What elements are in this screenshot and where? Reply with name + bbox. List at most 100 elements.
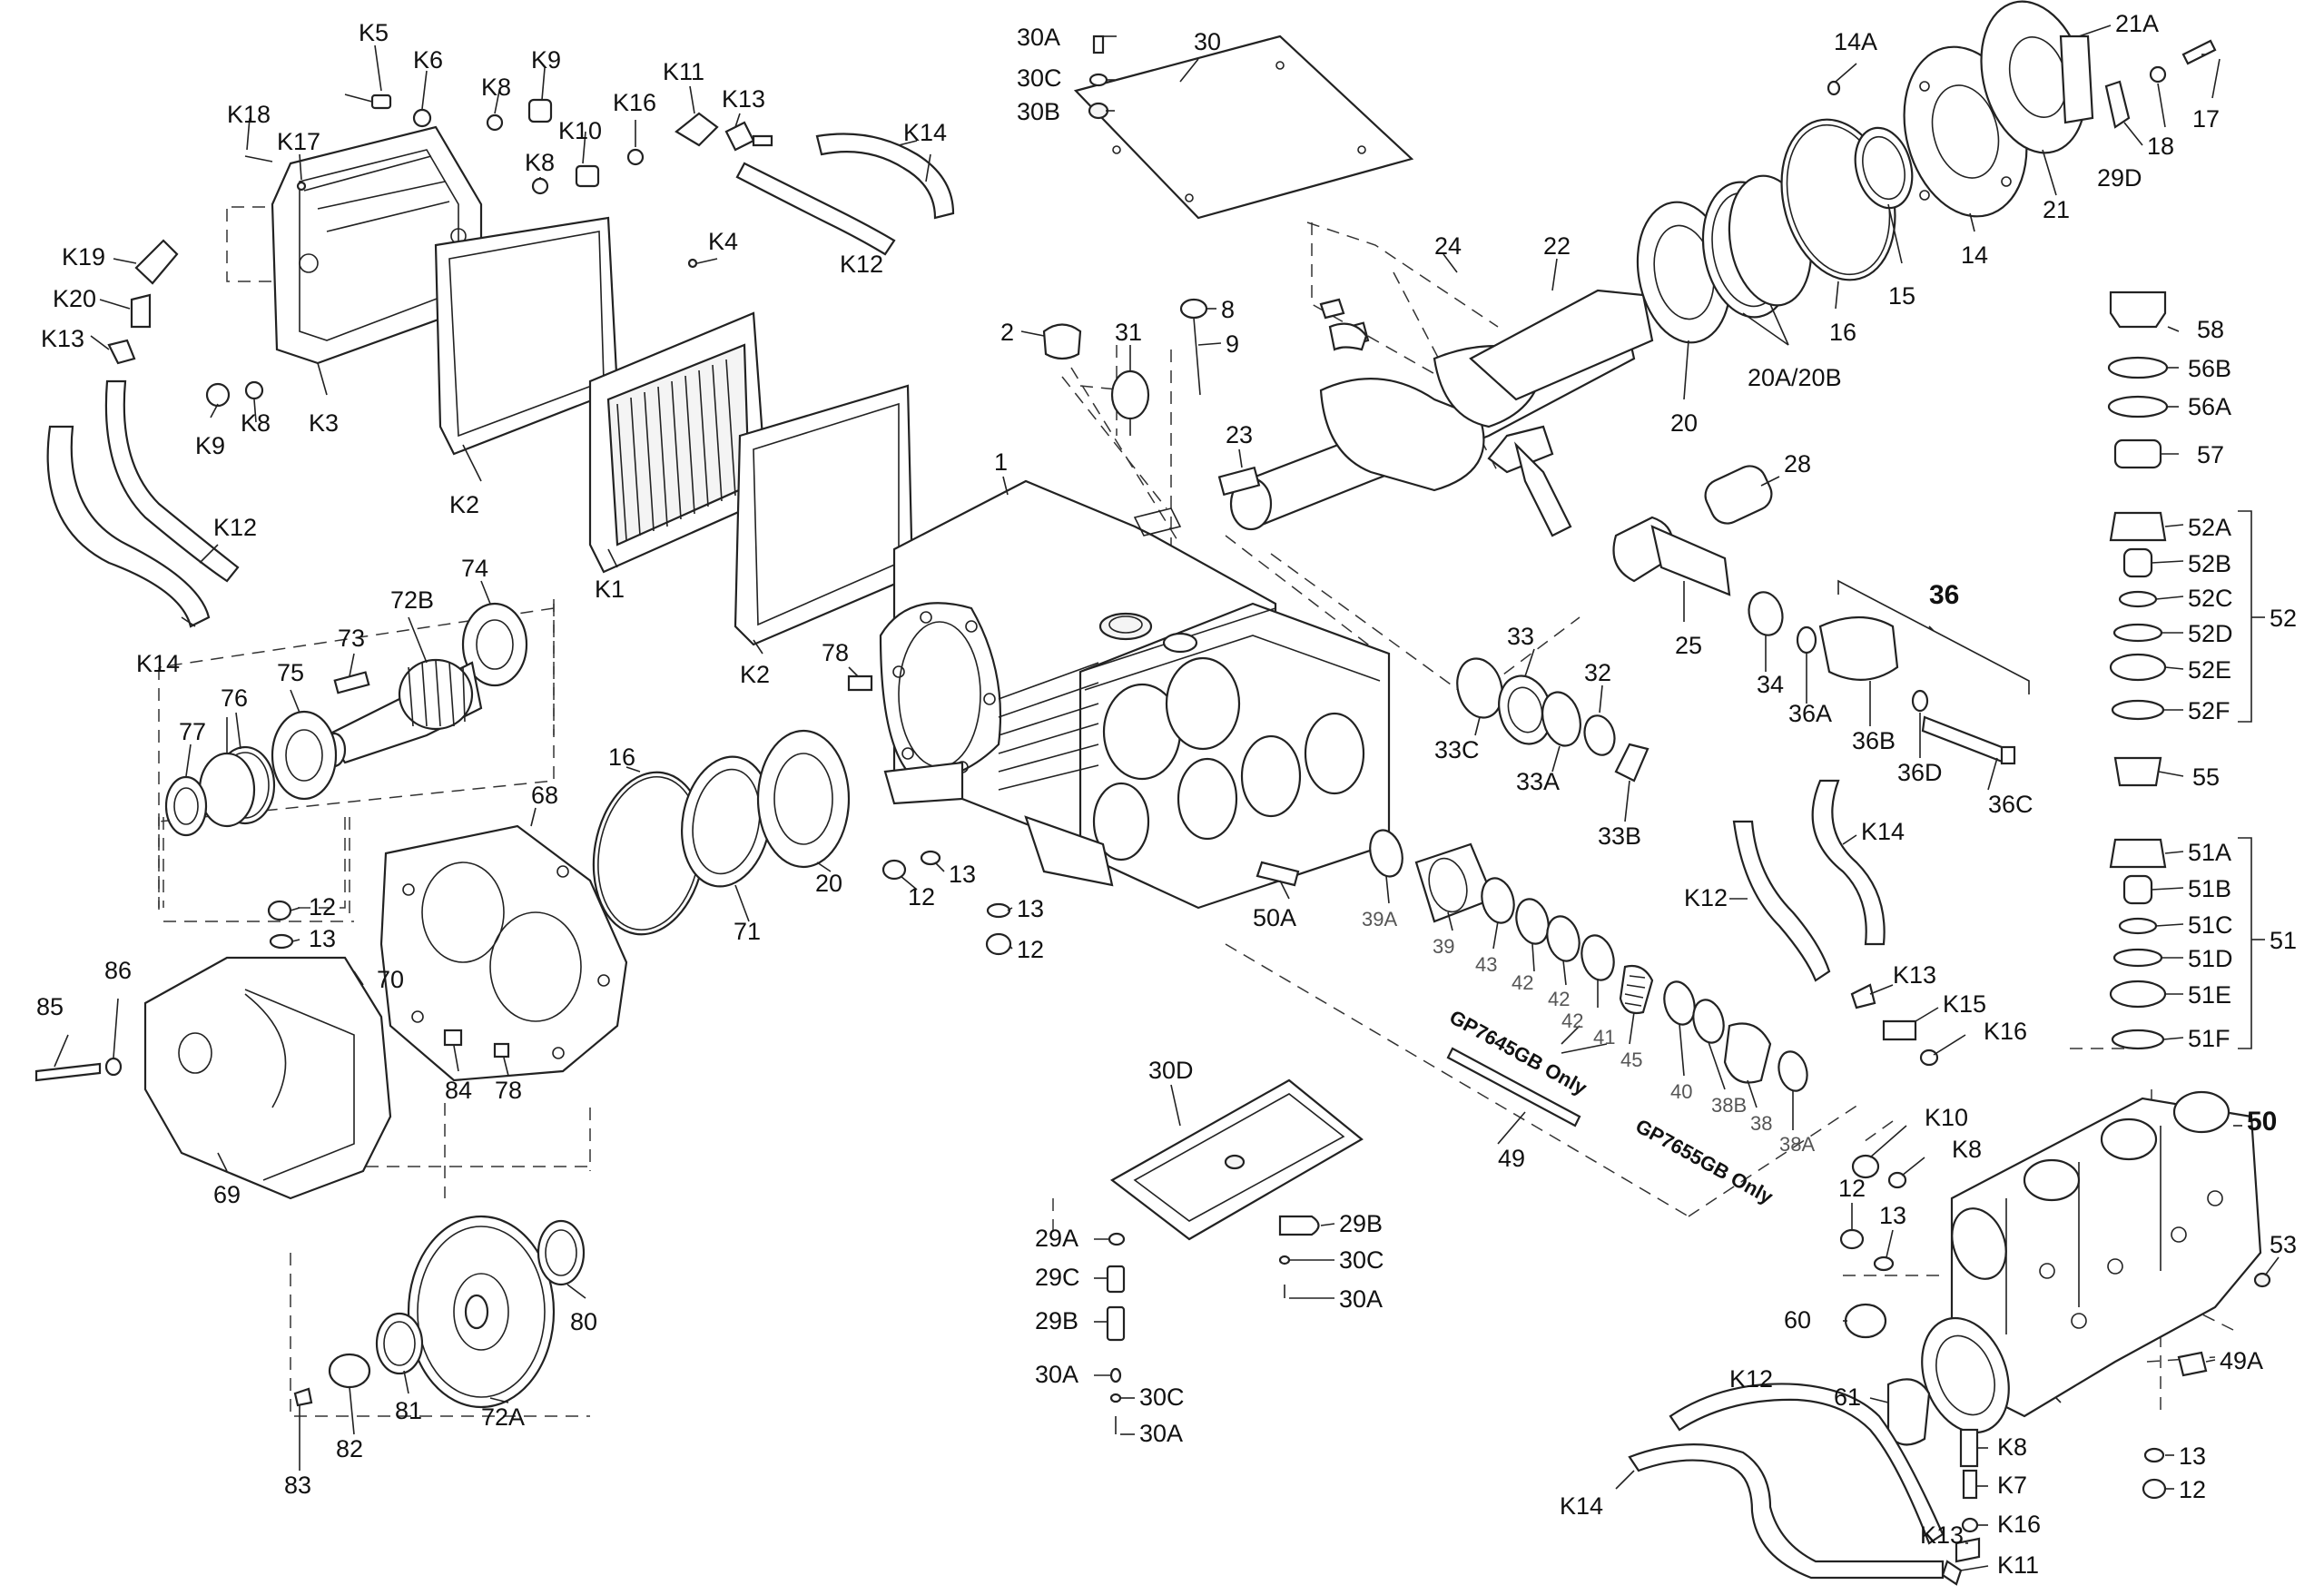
label-k7: K7 <box>1997 1472 2027 1499</box>
label-82: 82 <box>336 1435 363 1462</box>
label-41: 41 <box>1593 1026 1615 1049</box>
label-13-4: 13 <box>1879 1202 1906 1229</box>
label-k14-4: K14 <box>1560 1492 1603 1520</box>
label-12-right: 12 <box>2179 1476 2206 1503</box>
label-74: 74 <box>461 555 488 582</box>
label-k2: K2 <box>449 491 479 518</box>
label-83: 83 <box>284 1472 311 1499</box>
label-16-2: 16 <box>608 743 635 771</box>
label-75: 75 <box>277 659 304 686</box>
label-60: 60 <box>1784 1306 1811 1334</box>
label-21: 21 <box>2043 196 2070 223</box>
label-39a: 39A <box>1362 908 1397 930</box>
label-51d: 51D <box>2188 945 2233 972</box>
label-k8-5: K8 <box>1997 1433 2027 1461</box>
label-k5: K5 <box>359 19 389 46</box>
label-30a-top: 30A <box>1017 24 1060 51</box>
label-40: 40 <box>1670 1080 1692 1103</box>
label-k14-3: K14 <box>1861 818 1905 845</box>
label-12-4: 12 <box>1838 1175 1866 1202</box>
label-k16-3: K16 <box>1997 1511 2041 1538</box>
label-28: 28 <box>1784 450 1811 478</box>
label-43: 43 <box>1475 953 1497 976</box>
label-29d: 29D <box>2097 164 2142 192</box>
label-36d: 36D <box>1897 759 1943 786</box>
label-51e: 51E <box>2188 981 2231 1009</box>
label-1: 1 <box>994 448 1008 476</box>
label-52d: 52D <box>2188 620 2233 647</box>
label-k12-2: K12 <box>840 251 883 278</box>
label-15: 15 <box>1888 282 1915 310</box>
label-56a: 56A <box>2188 393 2231 420</box>
label-78: 78 <box>822 639 849 666</box>
label-12: 12 <box>908 883 935 911</box>
label-22: 22 <box>1543 232 1571 260</box>
label-k14-2: K14 <box>136 650 180 677</box>
label-k16: K16 <box>613 89 656 116</box>
label-13: 13 <box>949 861 976 888</box>
label-78-2: 78 <box>495 1077 522 1104</box>
manifold-assembly <box>1628 290 2271 1586</box>
label-13-2: 13 <box>1017 895 1044 922</box>
label-29c: 29C <box>1035 1264 1080 1291</box>
label-30: 30 <box>1194 28 1221 55</box>
label-52b: 52B <box>2188 550 2231 577</box>
label-36: 36 <box>1929 580 1959 610</box>
label-20: 20 <box>1670 409 1698 437</box>
label-81: 81 <box>395 1397 422 1424</box>
label-51a: 51A <box>2188 839 2231 866</box>
label-36c: 36C <box>1988 791 2034 818</box>
label-29b-2: 29B <box>1339 1210 1383 1237</box>
label-k8-2: K8 <box>525 149 555 176</box>
label-14: 14 <box>1961 241 1988 269</box>
label-k3: K3 <box>309 409 339 437</box>
label-k12-4: K12 <box>1729 1365 1773 1393</box>
label-52: 52 <box>2270 605 2297 632</box>
label-51c: 51C <box>2188 911 2233 939</box>
label-30c-2: 30C <box>1339 1246 1384 1274</box>
label-71: 71 <box>734 918 761 945</box>
label-23: 23 <box>1226 421 1253 448</box>
label-k10-2: K10 <box>1925 1104 1968 1131</box>
label-33c: 33C <box>1434 736 1480 763</box>
label-55: 55 <box>2192 763 2220 791</box>
label-52f: 52F <box>2188 697 2230 724</box>
label-32: 32 <box>1584 659 1611 686</box>
label-77: 77 <box>179 718 206 745</box>
label-25: 25 <box>1675 632 1702 659</box>
label-k12-3: K12 <box>1684 884 1728 911</box>
label-33b: 33B <box>1598 822 1641 850</box>
label-38b: 38B <box>1711 1094 1747 1117</box>
label-70: 70 <box>377 966 404 993</box>
label-29b: 29B <box>1035 1307 1078 1334</box>
label-24: 24 <box>1434 232 1462 260</box>
label-86: 86 <box>104 957 132 984</box>
oil-pan-30d <box>1106 1078 1364 1434</box>
label-42-3: 42 <box>1561 1009 1583 1032</box>
label-k8: K8 <box>481 74 511 101</box>
label-34: 34 <box>1757 671 1784 698</box>
label-k17: K17 <box>277 128 320 155</box>
label-k2-2: K2 <box>740 661 770 688</box>
label-30c-top: 30C <box>1017 64 1062 92</box>
label-k8-3: K8 <box>241 409 271 437</box>
label-k1: K1 <box>595 576 625 603</box>
label-12-3: 12 <box>309 893 336 921</box>
label-30b-top: 30B <box>1017 98 1060 125</box>
label-k4: K4 <box>708 228 738 255</box>
label-k12: K12 <box>213 514 257 541</box>
label-k6: K6 <box>413 46 443 74</box>
label-52e: 52E <box>2188 656 2231 684</box>
label-72a: 72A <box>481 1403 525 1431</box>
label-73: 73 <box>338 625 365 652</box>
label-61: 61 <box>1834 1383 1861 1411</box>
label-30d: 30D <box>1148 1057 1194 1084</box>
label-k13: K13 <box>722 85 765 113</box>
label-9: 9 <box>1226 330 1239 358</box>
crankcase <box>879 298 1391 910</box>
label-30a-2: 30A <box>1139 1420 1183 1447</box>
gear-parts <box>34 602 1012 1409</box>
label-30a: 30A <box>1035 1361 1078 1388</box>
label-57: 57 <box>2197 441 2224 468</box>
